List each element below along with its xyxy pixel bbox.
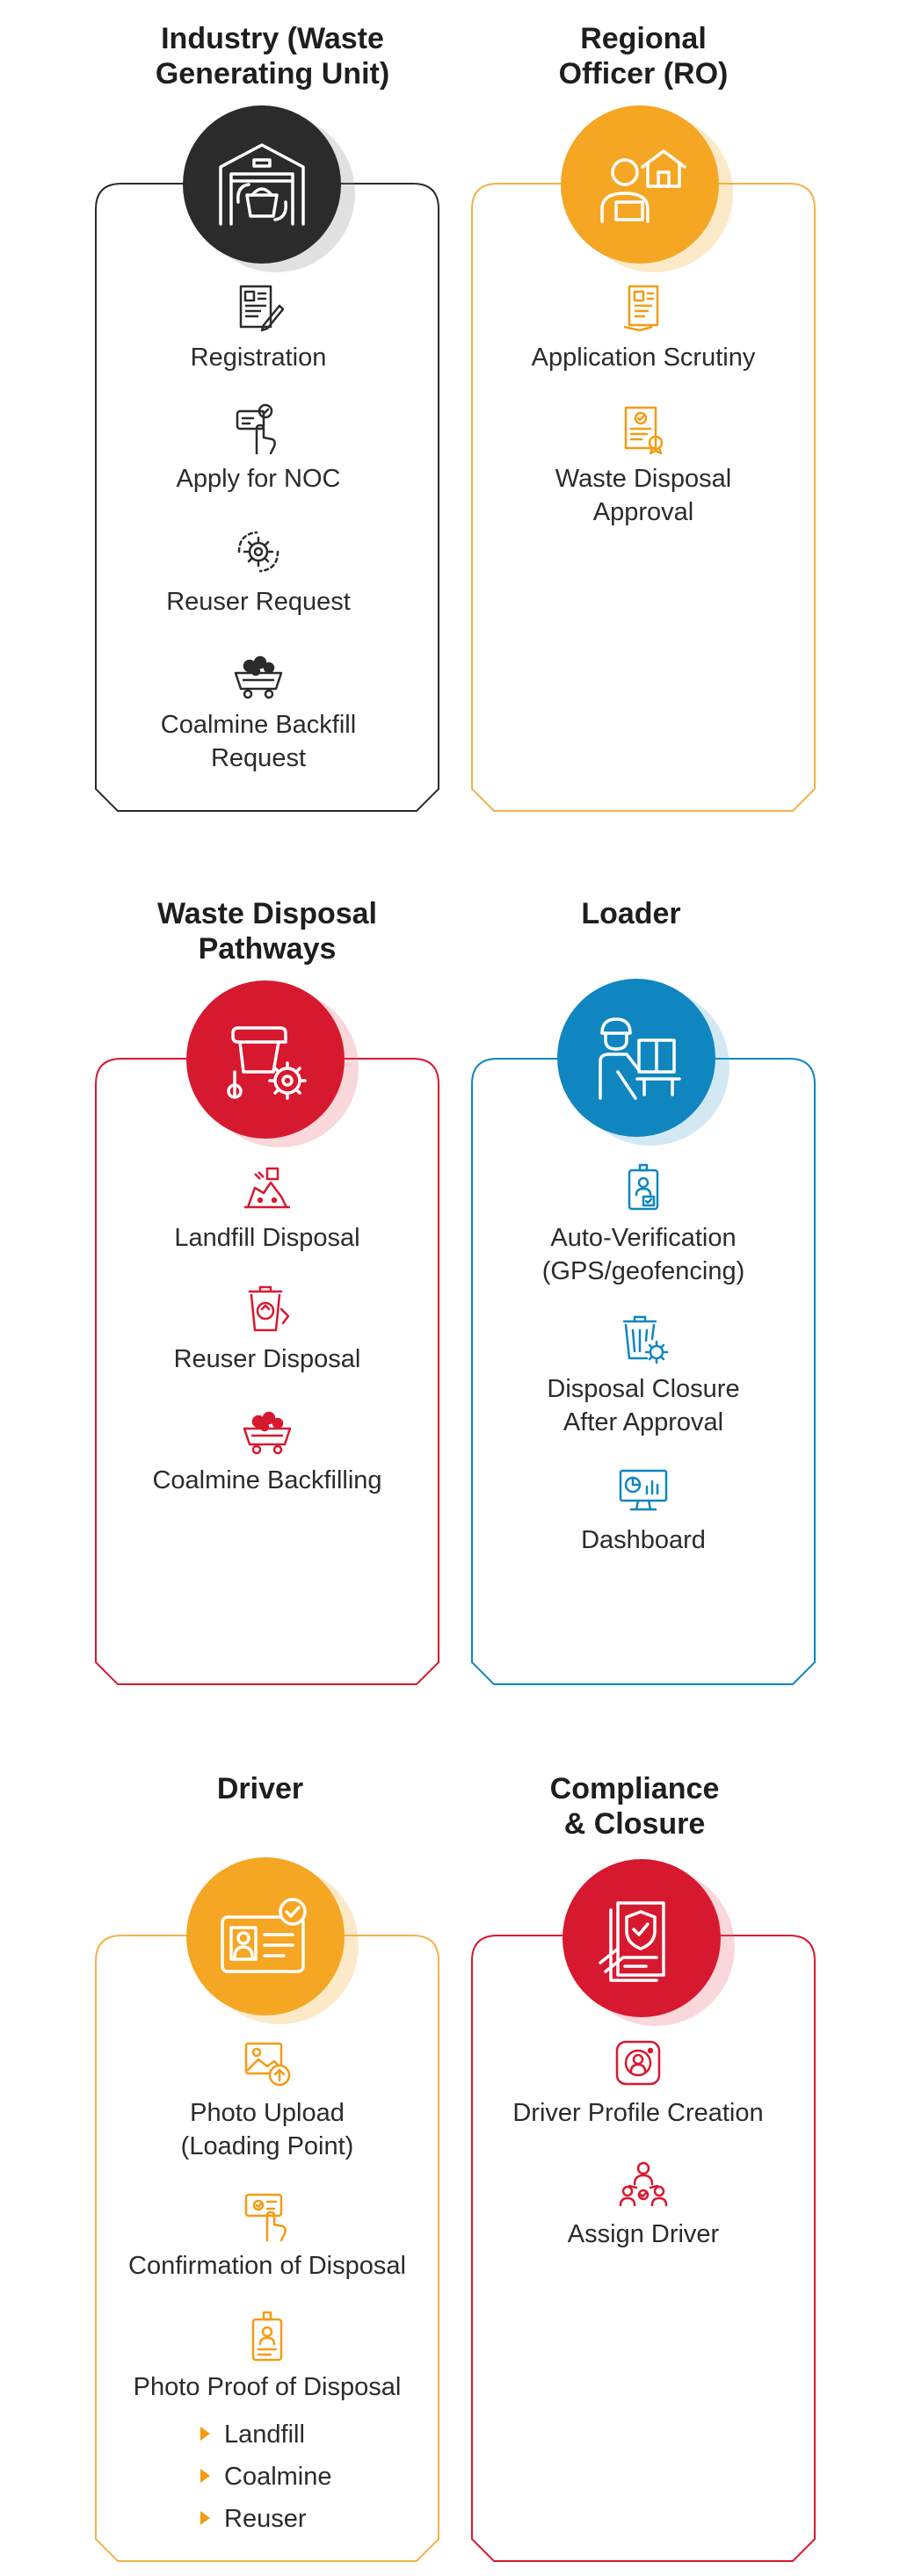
id-badge-icon [251,2311,283,2362]
registration-form-icon [239,285,285,332]
card-frame-driver [95,1935,439,2562]
list-item: Assign Driver [459,2158,828,2251]
card-title-industry: Industry (Waste Generating Unit) [155,22,390,90]
photo-upload-icon [244,2042,291,2087]
sub-item: Landfill [200,2418,305,2451]
list-item: Auto-Verification (GPS/geofencing) [459,1161,828,1288]
card-frame-regional-officer [471,183,816,812]
card-title-loader: Loader [581,897,681,930]
list-item: Dashboard [459,1464,828,1557]
confirm-click-icon [244,2193,287,2242]
reuse-bin-icon [248,1285,290,1332]
list-item: Reuser Disposal [83,1283,452,1376]
bin-gear-icon [622,1315,669,1364]
card-badge-driver [186,1857,359,2024]
card-badge-waste-disposal-pathways [186,980,359,1147]
card-badge-compliance-closure [562,1859,735,2026]
list-item: Coalmine Backfilling [83,1404,452,1497]
list-item: Disposal Closure After Approval [459,1313,828,1439]
reuse-gear-icon [237,531,279,573]
list-item: Application Scrutiny [459,281,828,374]
compliance-shield-icon [599,1901,665,1982]
driver-id-card-icon [221,1898,307,1973]
dashboard-monitor-icon [619,1469,668,1511]
list-item: Driver Profile Creation [454,2037,823,2130]
list-item: Apply for NOC [74,402,443,496]
list-item: Coalmine Backfill Request [74,648,443,775]
profile-frame-icon [615,2040,661,2086]
document-scrutiny-icon [623,285,659,332]
id-badge-verify-icon [628,1163,659,1211]
triangle-bullet-icon [200,2469,210,2484]
card-title-waste-disposal-pathways: Waste Disposal Pathways [156,897,378,966]
card-frame-industry [95,183,439,812]
card-frame-compliance-closure [471,1935,816,2562]
sub-item: Reuser [200,2502,307,2536]
triangle-bullet-icon [200,2427,210,2442]
sub-item: Coalmine [200,2460,332,2493]
list-item: Photo Proof of Disposal [83,2311,452,2404]
card-frame-waste-disposal-pathways [95,1058,439,1685]
triangle-bullet-icon [200,2511,210,2526]
card-badge-regional-officer [561,105,733,272]
list-item: Waste Disposal Approval [459,402,828,529]
disposal-machine-icon [227,1026,307,1100]
loader-worker-icon [599,1017,681,1100]
card-title-regional-officer: Regional Officer (RO) [558,22,729,90]
list-item: Reuser Request [74,525,443,619]
card-title-driver: Driver [216,1772,304,1805]
coal-cart-icon [234,655,283,699]
list-item: Registration [74,281,443,374]
approval-document-icon [624,406,664,455]
warehouse-recycle-icon [219,143,305,226]
apply-noc-hand-icon [236,403,276,455]
officer-house-icon [600,149,686,223]
list-item: Landfill Disposal [83,1161,452,1255]
card-frame-loader [471,1058,816,1685]
card-badge-loader [557,979,729,1146]
coal-cart-icon [243,1411,292,1455]
list-item: Photo Upload (Loading Point) [83,2037,452,2163]
card-badge-industry [183,105,355,272]
landfill-icon [244,1167,290,1209]
card-title-compliance-closure: Compliance & Closure [549,1772,720,1841]
list-item: Confirmation of Disposal [83,2189,452,2283]
assign-people-icon [619,2161,668,2207]
